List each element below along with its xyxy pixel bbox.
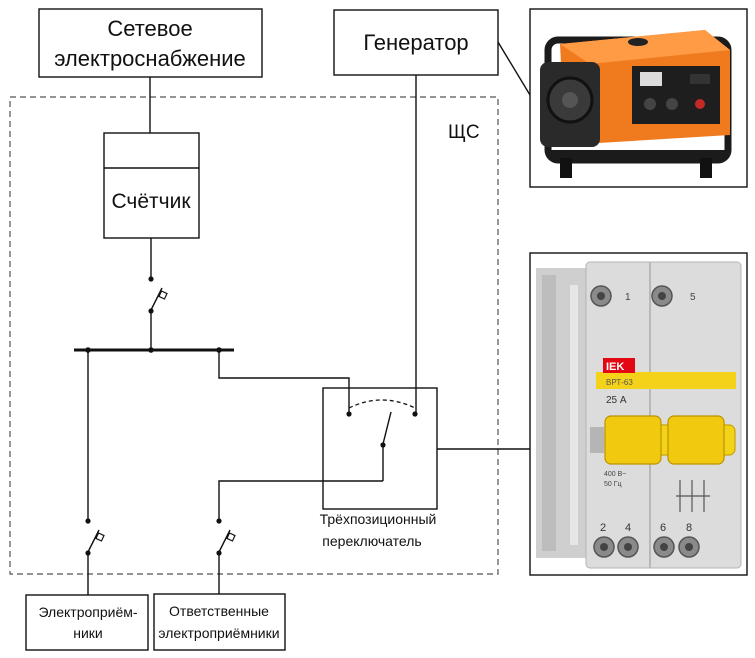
generator-photo [529,8,748,188]
terminal-top-5: 5 [690,292,696,303]
meter-box [103,132,200,239]
critical-consumers-label-2: электроприёмники [158,625,279,641]
device-rating: 25 А [606,395,627,406]
transfer-switch-label-1: Трёхпозиционный [320,511,437,527]
device-model: ВРТ-63 [606,378,633,387]
transfer-switch-box [322,387,438,510]
critical-consumers-box [153,593,286,651]
panel-boundary [9,96,499,575]
consumers-breaker-symbol [85,518,105,556]
grid-supply-label-2: электроснабжение [54,46,246,71]
terminal-bottom-6: 6 [660,522,666,534]
meter-label: Счётчик [111,190,191,213]
critical-consumers-label-1: Ответственные [169,603,269,619]
main-breaker-symbol [148,276,168,314]
terminal-top-1: 1 [625,292,631,303]
consumers-label-2: ники [73,625,103,641]
consumers-box [25,594,149,651]
terminal-bottom-4: 4 [625,522,631,534]
terminal-bottom-2: 2 [600,522,606,534]
generator-box [333,9,499,76]
device-spec-2: 50 Гц [604,481,622,488]
critical-breaker-symbol [216,518,236,556]
grid-supply-box [38,8,263,78]
device-brand: IEK [606,361,624,373]
transfer-switch-device-photo [529,252,748,576]
terminal-bottom-8: 8 [686,522,692,534]
generator-label: Генератор [363,30,468,55]
panel-label: ЩС [448,122,480,143]
grid-supply-label-1: Сетевое [107,16,192,41]
transfer-switch-arc [348,399,416,409]
device-spec-1: 400 В~ [604,471,626,478]
transfer-switch-label-2: переключатель [322,533,421,549]
consumers-label-1: Электроприём- [38,604,137,620]
